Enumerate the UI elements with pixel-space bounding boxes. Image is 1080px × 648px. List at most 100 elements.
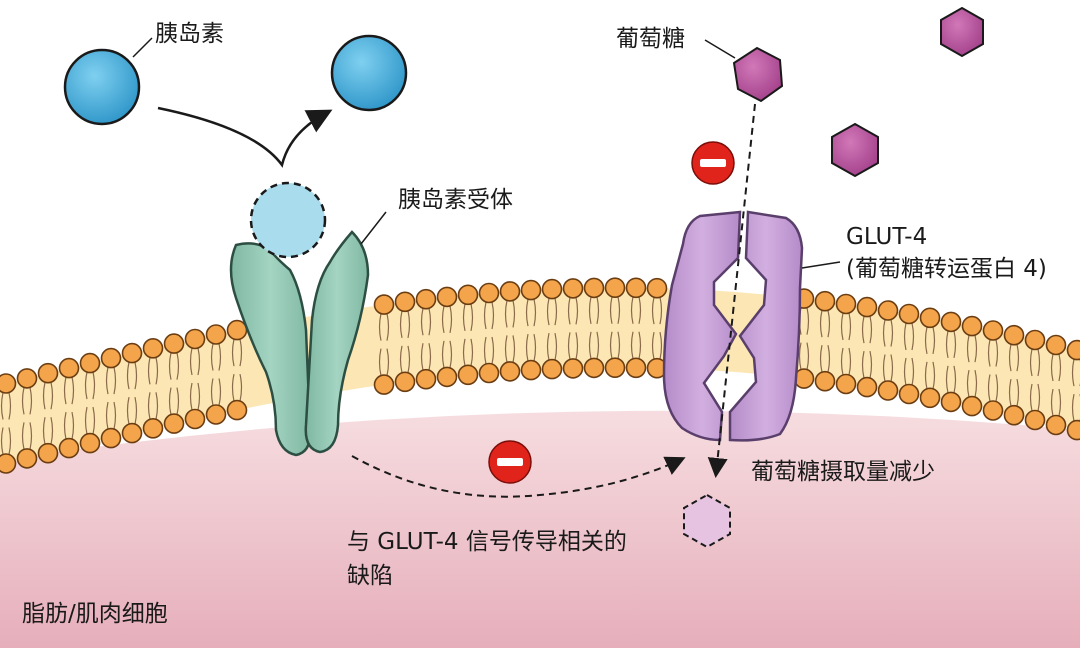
receptor-right-subunit: [304, 230, 370, 454]
lipid-tail: [1071, 393, 1075, 422]
lipid-tail: [567, 332, 571, 360]
lipid-tail: [449, 305, 453, 334]
lipid-tail: [470, 338, 474, 366]
lipid-tail: [84, 371, 88, 400]
lipid-tail: [483, 301, 487, 330]
lipid-tail: [168, 352, 172, 380]
lipid-head: [1045, 414, 1067, 436]
lipid-tail: [231, 373, 235, 402]
lipid-head: [982, 320, 1004, 341]
glucose-molecule: [732, 46, 784, 103]
lipid-head: [184, 328, 206, 350]
lipid-head: [0, 373, 17, 394]
label-defect-line1: 与 GLUT-4 信号传导相关的: [347, 529, 627, 555]
lipid-tail: [470, 303, 474, 331]
lipid-tail: [1071, 358, 1075, 387]
lipid-tail: [609, 296, 613, 324]
lipid-head: [373, 294, 395, 315]
glucose-molecule-inside: [683, 493, 731, 549]
lipid-tail: [609, 331, 613, 359]
label-glucose: 葡萄糖: [616, 26, 685, 52]
lipid-tail: [1016, 379, 1020, 407]
lipid-tail: [239, 338, 243, 367]
lipid-head: [394, 371, 416, 393]
lipid-tail: [575, 297, 579, 325]
lipid-tail: [819, 310, 823, 338]
lipid-tail: [483, 336, 487, 365]
lipid-head: [37, 442, 59, 464]
lipid-tail: [134, 362, 138, 390]
lipid-head: [919, 387, 941, 409]
lipid-tail: [798, 342, 802, 370]
lipid-tail: [407, 345, 411, 373]
lipid-head: [163, 333, 185, 354]
lipid-tail: [659, 332, 663, 360]
lipid-head: [520, 359, 542, 381]
lipid-tail: [890, 354, 894, 382]
lipid-head: [184, 408, 206, 430]
lipid-head: [961, 395, 983, 417]
lipid-head: [583, 277, 605, 299]
lipid-tail: [512, 335, 516, 363]
lipid-head: [961, 315, 983, 337]
lipid-tail: [911, 357, 915, 386]
lipid-tail: [554, 297, 558, 326]
lipid-tail: [63, 376, 67, 405]
lipid-tail: [861, 350, 865, 379]
signaling-arrow: [351, 455, 686, 498]
lipid-head: [226, 319, 248, 341]
lipid-tail: [210, 343, 214, 371]
lipid-head: [541, 278, 563, 300]
lipid-tail: [407, 310, 411, 338]
lipid-tail: [911, 322, 915, 351]
lipid-head: [1045, 334, 1067, 356]
lipid-tail: [84, 406, 88, 435]
insulin-receptor: [229, 230, 370, 457]
lipid-tail: [924, 361, 928, 389]
lipid-head: [520, 279, 542, 301]
lipid-head: [877, 380, 899, 401]
lipid-tail: [596, 296, 600, 325]
lipid-tail: [588, 331, 592, 360]
lipid-tail: [8, 427, 12, 455]
glucose-uptake-arrow: [707, 103, 756, 478]
lipid-tail: [945, 365, 949, 393]
lipid-tail: [525, 334, 529, 362]
lipid-tail: [176, 387, 180, 415]
lipid-tail: [189, 347, 193, 376]
lipid-head: [583, 357, 605, 379]
lipid-tail: [903, 322, 907, 351]
label-defect-line2: 缺陷: [347, 563, 393, 589]
lipid-tail: [953, 365, 957, 393]
lipid-head: [814, 290, 836, 312]
lipid-tail: [491, 336, 495, 365]
lipid-head: [835, 373, 857, 395]
lipid-tail: [533, 334, 537, 362]
lipid-tail: [420, 343, 424, 371]
label-insulin-receptor: 胰岛素受体: [398, 187, 513, 213]
lipid-head: [58, 357, 80, 379]
lipid-tail: [441, 305, 445, 334]
lipid-tail: [71, 376, 75, 405]
lipid-tail: [806, 307, 810, 335]
lipid-tail: [588, 296, 592, 325]
lipid-tail: [974, 334, 978, 363]
lipid-head: [1066, 419, 1080, 441]
lipid-tail: [42, 382, 46, 410]
lipid-head: [478, 282, 500, 304]
lipid-head: [100, 427, 122, 449]
lipid-head: [814, 370, 836, 392]
cytoplasm: [0, 410, 1080, 648]
receptor-binding-site: [249, 181, 327, 259]
lipid-tail: [21, 422, 25, 450]
lipid-head: [1003, 324, 1025, 346]
lipid-head: [625, 277, 647, 299]
lipid-tail: [42, 417, 46, 445]
lipid-tail: [92, 406, 96, 435]
lipid-head: [100, 347, 122, 369]
lipid-tail: [147, 392, 151, 420]
lipid-head: [499, 281, 521, 302]
lipid-tail: [869, 350, 873, 379]
lipid-tail: [1050, 388, 1054, 417]
